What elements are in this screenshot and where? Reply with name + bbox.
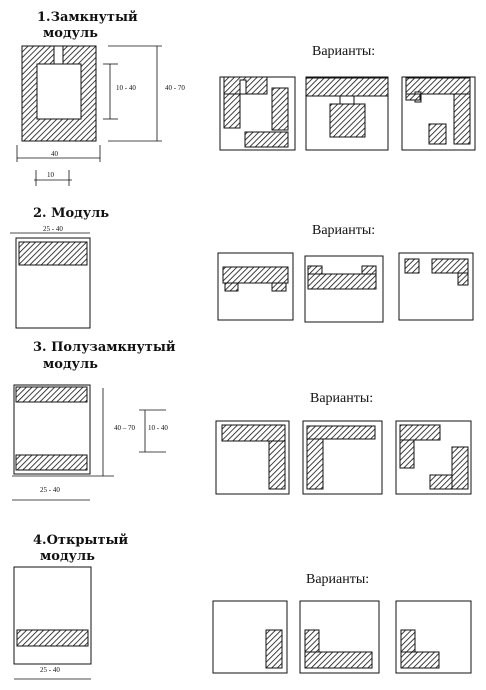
module-2-title: 2. Модуль <box>33 206 109 221</box>
module-3-variant-1 <box>215 420 290 495</box>
module-1-title-line2: модуль <box>43 26 98 41</box>
module-4-drawing: 25 - 40 <box>13 566 92 680</box>
module-1-title-line1: 1.Замкнутый <box>37 10 138 25</box>
module-1-variant-3 <box>401 76 476 151</box>
module-4-variants-label: Варианты: <box>306 572 369 587</box>
module-3-outer-height-label: 40 – 70 <box>114 424 136 432</box>
module-1-variants-label: Варианты: <box>312 44 375 59</box>
module-3-width-label: 25 - 40 <box>40 486 60 494</box>
module-1-drawing: 10 - 40 40 - 70 40 10 <box>16 45 185 186</box>
module-1-outer-height-label: 40 - 70 <box>165 84 185 92</box>
module-1-variant-1 <box>219 76 296 151</box>
module-1-gap-label: 10 <box>47 171 55 179</box>
module-4: 4.Открытый модуль 25 - 40 Варианты: <box>13 533 472 680</box>
module-1-inner-opening <box>36 63 82 120</box>
module-1-width-label: 40 <box>51 150 59 158</box>
module-4-variant-2 <box>299 600 380 674</box>
module-2-variant-1 <box>217 252 294 321</box>
module-1-top-gap <box>53 45 64 65</box>
module-1-inner-height-label: 10 - 40 <box>116 84 136 92</box>
module-3-inner-height-label: 10 - 40 <box>148 424 168 432</box>
module-4-variant-1 <box>212 600 288 674</box>
module-2-variant-3 <box>398 252 474 321</box>
module-3-variant-2 <box>302 420 383 495</box>
module-1-variant-2 <box>305 76 389 151</box>
module-3-title-line2: модуль <box>43 357 98 372</box>
module-3-drawing: 40 – 70 10 - 40 25 - 40 <box>12 384 168 501</box>
module-4-title-line2: модуль <box>40 549 95 564</box>
module-3-title-line1: 3. Полузамкнутый <box>33 340 176 355</box>
module-4-width-label: 25 - 40 <box>40 666 60 674</box>
module-2-width-label: 25 - 40 <box>43 225 63 233</box>
module-3-variant-3 <box>395 420 472 495</box>
module-2-variant-2 <box>304 255 384 323</box>
module-2-drawing: 25 - 40 <box>10 225 91 329</box>
module-3-variants-label: Варианты: <box>310 391 373 406</box>
module-4-title-line1: 4.Открытый <box>33 533 129 548</box>
module-2-variants-label: Варианты: <box>312 223 375 238</box>
module-1: 1.Замкнутый модуль 10 - 40 40 - 70 40 10 <box>16 10 476 186</box>
module-3: 3. Полузамкнутый модуль 40 – 70 10 - 40 … <box>12 340 472 501</box>
module-4-variant-3 <box>395 600 472 674</box>
module-2: 2. Модуль 25 - 40 Варианты: <box>10 206 474 329</box>
